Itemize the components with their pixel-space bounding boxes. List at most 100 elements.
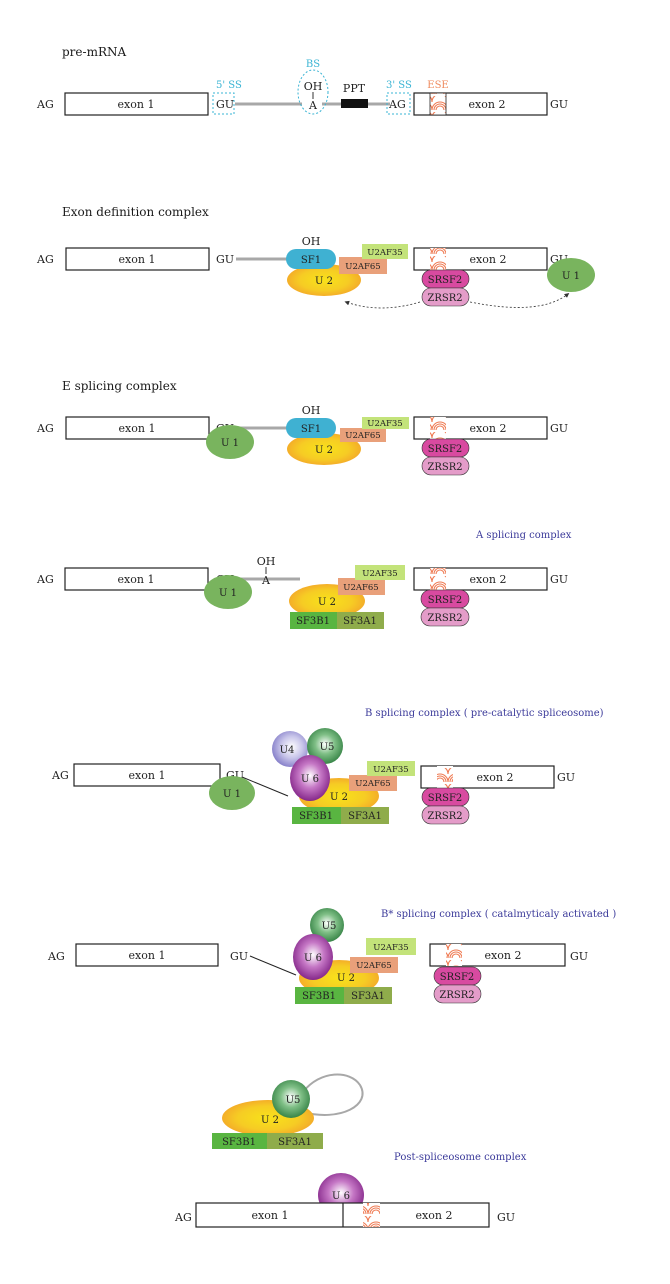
stage-title: Exon definition complex (62, 205, 209, 219)
exon-2 (413, 247, 548, 271)
ag-label: AG (174, 1211, 192, 1224)
ag-label: AG (51, 769, 69, 782)
interaction-arrow-to-u2 (344, 300, 421, 309)
exon-1-label: exon 1 (118, 98, 155, 111)
exon-2-label: exon 2 (469, 98, 506, 111)
branch-site-ellipse (297, 69, 329, 115)
u5-label: U5 (320, 742, 335, 753)
u2af35-label: U2AF35 (367, 248, 402, 258)
exon-2-label: exon 2 (477, 771, 514, 784)
sf3b1-protein (292, 807, 341, 824)
stage-title: B* splicing complex ( catalmyticaly acti… (381, 909, 616, 920)
zrsr2-protein (421, 456, 470, 476)
zrsr2-label: ZRSR2 (427, 811, 462, 822)
u1-snrnp (209, 776, 255, 810)
u5-snrnp (307, 728, 343, 764)
u2af35-protein (362, 417, 409, 429)
sf3b1-label: SF3B1 (299, 811, 333, 822)
exon-1-label: exon 1 (129, 769, 166, 782)
u4-label: U4 (280, 745, 295, 756)
exon-1 (64, 92, 209, 116)
sf3a1-label: SF3A1 (343, 616, 377, 627)
three-prime-ss-label: 3' SS (386, 80, 412, 91)
u2af65-protein (349, 775, 397, 791)
ppt-label: PPT (343, 82, 366, 95)
u6-label: U 6 (304, 953, 322, 964)
u4-snrnp (272, 731, 308, 767)
u6-label: U 6 (332, 1191, 350, 1202)
five-prime-ss-label: 5' SS (216, 80, 242, 91)
sf3a1-protein (267, 1133, 323, 1149)
u1-label: U 1 (562, 271, 580, 282)
ag-label: AG (36, 253, 54, 266)
srsf2-label: SRSF2 (440, 972, 475, 983)
u2af65-protein (340, 428, 386, 442)
u6-snrnp (293, 934, 333, 980)
sf3a1-label: SF3A1 (348, 811, 382, 822)
stage-title: A splicing complex (475, 530, 572, 541)
ese-motif (446, 944, 462, 966)
ppt-block (341, 99, 368, 108)
branch-site-label: BS (306, 59, 320, 70)
ese-label: ESE (427, 80, 448, 91)
ese-motif (437, 766, 453, 788)
exon-1-label: exon 1 (252, 1209, 289, 1222)
zrsr2-label: ZRSR2 (439, 990, 474, 1001)
ese-motif (430, 248, 446, 270)
ag-3-label: AG (388, 98, 406, 111)
oh-label: OH (302, 235, 321, 248)
u2-label: U 2 (330, 792, 348, 803)
exon-1-label: exon 1 (118, 573, 155, 586)
u2af35-protein (366, 938, 416, 955)
exon-1 (64, 567, 209, 591)
sf3a1-label: SF3A1 (351, 991, 385, 1002)
srsf2-label: SRSF2 (428, 595, 463, 606)
u2af35-protein (367, 761, 415, 776)
u2af65-label: U2AF65 (356, 961, 391, 971)
u1-snrnp (206, 425, 254, 459)
exon-2 (413, 567, 548, 591)
u6-label: U 6 (301, 774, 319, 785)
u2af65-label: U2AF65 (355, 779, 390, 789)
ese-motif (430, 568, 446, 590)
exon-1-label: exon 1 (119, 253, 156, 266)
oh-label: OH (302, 404, 321, 417)
sf3b1-label: SF3B1 (296, 616, 330, 627)
sf3a1-label: SF3A1 (278, 1137, 312, 1148)
exon-1 (73, 763, 221, 787)
sf1-label: SF1 (301, 424, 321, 435)
u1-snrnp (204, 575, 252, 609)
sf3b1-protein (290, 612, 337, 629)
u2af35-label: U2AF35 (373, 943, 408, 953)
exon-2 (429, 943, 566, 967)
sf1-protein (286, 418, 336, 438)
stage-title: E splicing complex (62, 379, 177, 393)
intron-strand (249, 955, 297, 976)
exon-1 (75, 943, 219, 967)
zrsr2-protein (421, 287, 470, 307)
oh-label: OH (257, 555, 276, 568)
gu-end-label: GU (497, 1211, 515, 1224)
zrsr2-label: ZRSR2 (427, 462, 462, 473)
sf3a1-protein (344, 987, 392, 1004)
u2af35-label: U2AF35 (373, 765, 408, 775)
sf3b1-label: SF3B1 (302, 991, 336, 1002)
u2-label: U 2 (337, 973, 355, 984)
exon-2-label: exon 2 (485, 949, 522, 962)
sf1-label: SF1 (301, 255, 321, 266)
lariat-intron (302, 1073, 364, 1116)
srsf2-label: SRSF2 (428, 793, 463, 804)
ese-motif (363, 1203, 380, 1227)
sf3b1-label: SF3B1 (222, 1137, 256, 1148)
u2-label: U 2 (261, 1115, 279, 1126)
ese-motif (429, 92, 447, 116)
srsf2-label: SRSF2 (428, 444, 463, 455)
gu-end-label: GU (550, 422, 568, 435)
stage-exon-definition: Exon definition complex AG exon 1 GU U 2… (36, 205, 595, 309)
gu-end-label: GU (550, 573, 568, 586)
u2af65-label: U2AF65 (345, 262, 380, 272)
stage-post-spliceosome: U5 U 2 SF3B1 SF3A1 Post-spliceosome comp… (174, 1073, 527, 1228)
adenosine-label: A (261, 574, 271, 587)
gu-end-label: GU (557, 771, 575, 784)
